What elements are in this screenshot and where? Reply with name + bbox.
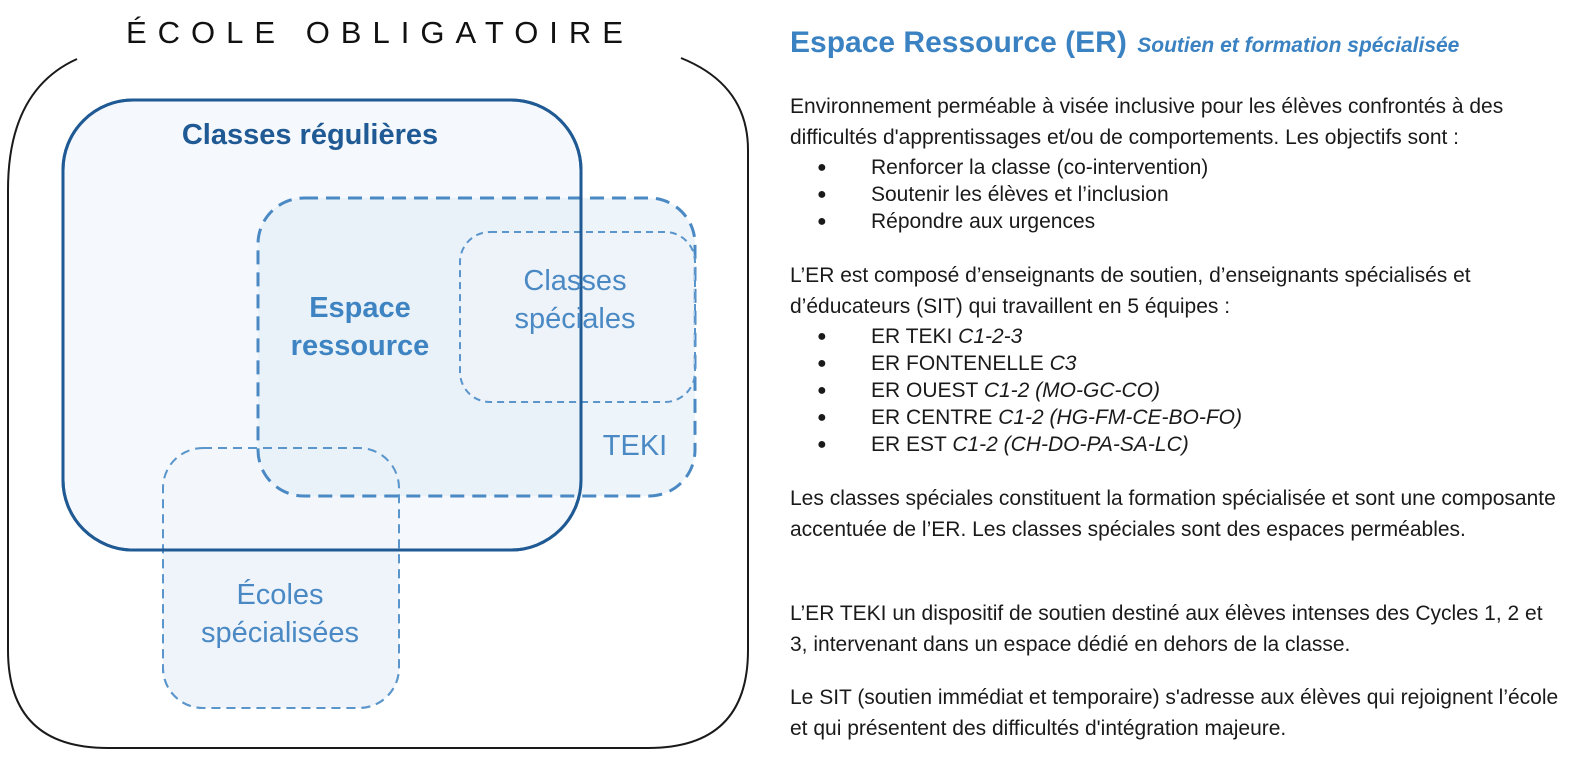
heading-subtitle: Soutien et formation spécialisée xyxy=(1137,34,1460,57)
heading-title: Espace Ressource (ER) xyxy=(790,26,1127,59)
venn-diagram: ÉCOLE OBLIGATOIRE Classes régulières Esp… xyxy=(0,0,770,760)
bullet-icon: ● xyxy=(817,436,827,453)
bullet-icon: ● xyxy=(817,159,827,176)
team-name: ER OUEST xyxy=(871,379,978,402)
special-classes-label: Classes spéciales xyxy=(470,262,680,338)
panel-heading: Espace Ressource (ER) Soutien et formati… xyxy=(790,26,1459,60)
resource-space-label-line2: ressource xyxy=(290,330,430,362)
resource-space-label: Espace ressource xyxy=(265,289,455,365)
special-classes-paragraph: Les classes spéciales constituent la for… xyxy=(790,487,1556,541)
team-name: ER CENTRE xyxy=(871,406,993,429)
teki-label: TEKI xyxy=(602,430,668,462)
list-item: ● ER CENTRE C1-2 (HG-FM-CE-BO-FO) xyxy=(790,404,1242,431)
team-detail: C3 xyxy=(1049,352,1077,375)
compulsory-school-title: ÉCOLE OBLIGATOIRE xyxy=(125,15,634,50)
sit-paragraph: Le SIT (soutien immédiat et temporaire) … xyxy=(790,686,1559,740)
composition-paragraph: L’ER est composé d’enseignants de soutie… xyxy=(790,264,1471,318)
team-name: ER TEKI xyxy=(871,325,953,348)
list-item: ●Soutenir les élèves et l’inclusion xyxy=(817,183,1169,206)
teams-list: ● ER TEKI C1-2-3 ● ER FONTENELLE C3 ● ER OU… xyxy=(790,323,1242,458)
list-item: ● ER EST C1-2 (CH-DO-PA-SA-LC) xyxy=(790,431,1242,458)
specialized-schools-outline xyxy=(162,447,400,709)
list-item: ● ER FONTENELLE C3 xyxy=(790,350,1242,377)
diagram-shapes xyxy=(7,57,749,749)
specialized-schools-label: Écoles spécialisées xyxy=(170,576,390,652)
bullet-icon: ● xyxy=(817,186,827,203)
list-item: ● ER TEKI C1-2-3 xyxy=(790,323,1242,350)
special-classes-region xyxy=(459,231,696,403)
bullet-icon: ● xyxy=(817,382,827,399)
intro-paragraph: Environnement perméable à visée inclusiv… xyxy=(790,95,1504,149)
list-item: ●Répondre aux urgences xyxy=(817,210,1096,233)
objectives-list: ●Renforcer la classe (co-intervention) ●… xyxy=(790,154,1208,235)
regular-classes-outline xyxy=(61,98,583,552)
team-detail: C1-2-3 xyxy=(958,325,1023,348)
specialized-schools-label-line2: spécialisées xyxy=(201,617,359,649)
bullet-icon: ● xyxy=(817,355,827,372)
special-classes-label-line2: spéciales xyxy=(514,303,636,335)
bullet-icon: ● xyxy=(817,409,827,426)
special-classes-label-line1: Classes xyxy=(523,265,627,297)
team-detail: C1-2 (CH-DO-PA-SA-LC) xyxy=(952,433,1189,456)
team-detail: C1-2 (MO-GC-CO) xyxy=(983,379,1160,402)
resource-space-label-line1: Espace xyxy=(309,292,411,324)
team-name: ER EST xyxy=(871,433,947,456)
list-item: ●Renforcer la classe (co-intervention) xyxy=(817,156,1209,179)
teki-paragraph: L’ER TEKI un dispositif de soutien desti… xyxy=(790,602,1543,656)
team-detail: C1-2 (HG-FM-CE-BO-FO) xyxy=(998,406,1243,429)
bullet-icon: ● xyxy=(817,213,827,230)
list-item: ● ER OUEST C1-2 (MO-GC-CO) xyxy=(790,377,1242,404)
bullet-icon: ● xyxy=(817,328,827,345)
regular-classes-label: Classes régulières xyxy=(181,119,439,151)
specialized-schools-label-line1: Écoles xyxy=(236,579,324,611)
compulsory-school-boundary xyxy=(7,57,749,749)
team-name: ER FONTENELLE xyxy=(871,352,1044,375)
